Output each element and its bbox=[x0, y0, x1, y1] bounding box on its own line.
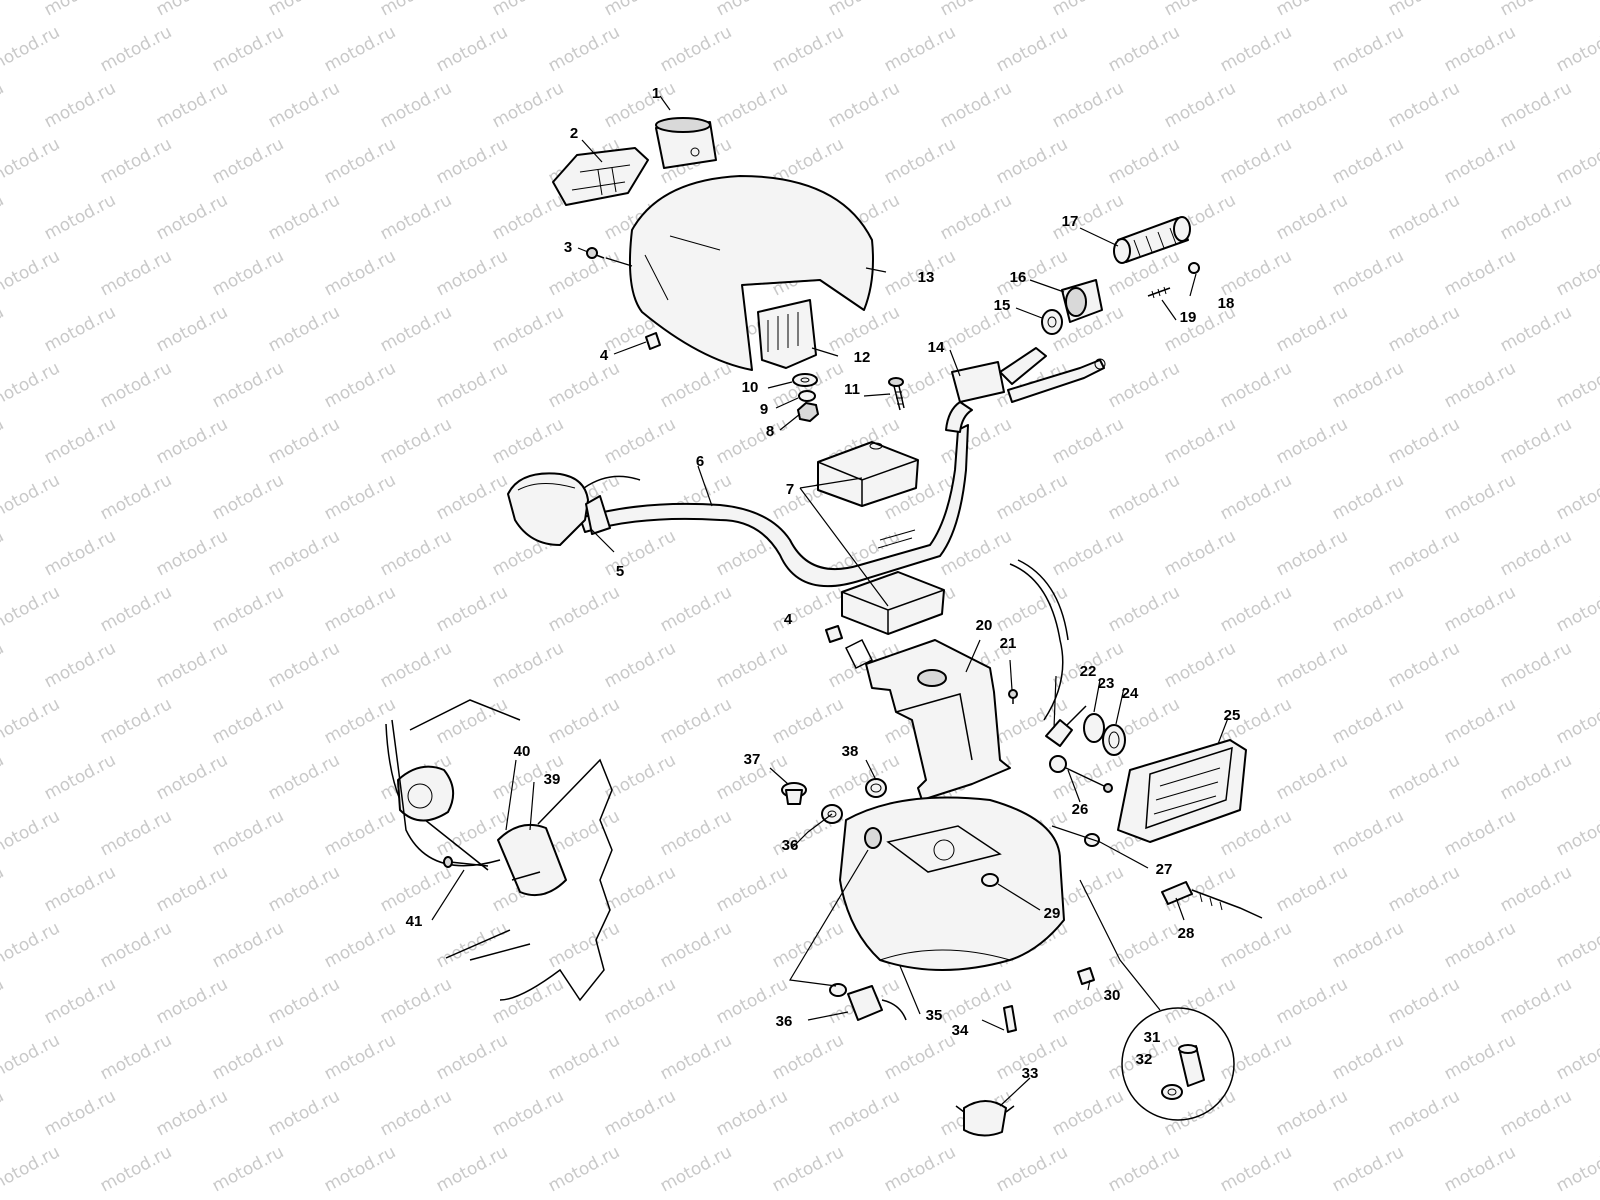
callout-40: 40 bbox=[514, 743, 531, 760]
part-30-clip[interactable] bbox=[1077, 967, 1095, 985]
part-38-grommet[interactable] bbox=[865, 778, 887, 798]
callout-28: 28 bbox=[1178, 925, 1195, 942]
speedometer-cable bbox=[1009, 559, 1069, 721]
part-34-pin[interactable] bbox=[1003, 1005, 1017, 1033]
part-29-grommet[interactable] bbox=[981, 873, 999, 887]
part-25-headlight[interactable] bbox=[1117, 739, 1247, 843]
callout-24: 24 bbox=[1122, 685, 1139, 702]
leader-lines bbox=[431, 95, 1229, 1107]
callout-5: 5 bbox=[616, 563, 624, 580]
callout-33: 33 bbox=[1022, 1065, 1039, 1082]
part-3-screw[interactable] bbox=[586, 247, 605, 259]
part-32-bulb-washer[interactable] bbox=[1161, 1084, 1183, 1100]
callout-10: 10 bbox=[742, 379, 759, 396]
callout-22: 22 bbox=[1080, 663, 1097, 680]
part-41-hub-bolt[interactable] bbox=[443, 856, 489, 868]
part-26-adjuster-bolt[interactable] bbox=[1049, 755, 1113, 793]
part-11-bolt[interactable] bbox=[888, 377, 905, 411]
part-20-headlight-bracket[interactable] bbox=[865, 639, 1011, 801]
part-31-bulb[interactable] bbox=[1178, 1044, 1205, 1087]
callout-18: 18 bbox=[1218, 295, 1235, 312]
callout-27: 27 bbox=[1156, 861, 1173, 878]
callout-8: 8 bbox=[766, 423, 774, 440]
callout-36: 36 bbox=[776, 1013, 793, 1030]
part-6-handlebar[interactable] bbox=[579, 424, 969, 588]
callout-39: 39 bbox=[544, 771, 561, 788]
part-2-switch-housing[interactable] bbox=[552, 147, 649, 206]
part-19-grip-screw[interactable] bbox=[1147, 286, 1171, 299]
callout-15: 15 bbox=[994, 297, 1011, 314]
callout-16: 16 bbox=[1010, 269, 1027, 286]
callout-4: 4 bbox=[784, 611, 793, 628]
part-27-o-ring[interactable] bbox=[1084, 833, 1100, 847]
callout-25: 25 bbox=[1224, 707, 1241, 724]
callout-20: 20 bbox=[976, 617, 993, 634]
callout-23: 23 bbox=[1098, 675, 1115, 692]
callout-30: 30 bbox=[1104, 987, 1121, 1004]
part-17-handlebar-grip[interactable] bbox=[1113, 216, 1191, 264]
callout-12: 12 bbox=[854, 349, 871, 366]
callout-4: 4 bbox=[600, 347, 609, 364]
callout-19: 19 bbox=[1180, 309, 1197, 326]
part-13-handlebar-cowl[interactable] bbox=[628, 175, 874, 371]
callout-29: 29 bbox=[1044, 905, 1061, 922]
part-33-hose-clamp[interactable] bbox=[955, 1100, 1015, 1137]
part-8-nut[interactable] bbox=[796, 401, 820, 423]
part-23-socket[interactable] bbox=[1083, 713, 1105, 743]
part-37-ignition-switch[interactable] bbox=[781, 782, 807, 805]
front-hub-assembly[interactable] bbox=[385, 699, 613, 1002]
callout-14: 14 bbox=[928, 339, 945, 356]
callout-32: 32 bbox=[1136, 1051, 1153, 1068]
part-7-upper-clamp[interactable] bbox=[817, 441, 919, 507]
callout-11: 11 bbox=[844, 381, 860, 398]
callout-35: 35 bbox=[926, 1007, 943, 1024]
part-14-brake-lever-assembly[interactable] bbox=[945, 347, 1106, 433]
part-24-bulb-holder[interactable] bbox=[1102, 724, 1126, 756]
callout-21: 21 bbox=[1000, 635, 1017, 652]
part-4-speed-nut-lower[interactable] bbox=[825, 625, 874, 670]
callout-37: 37 bbox=[744, 751, 761, 768]
callout-labels: 1 2 3 4 4 5 6 7 8 9 10 11 12 13 14 15 16… bbox=[406, 85, 1241, 1082]
part-22-adjuster-screw[interactable] bbox=[1045, 705, 1087, 747]
callout-31: 31 bbox=[1144, 1029, 1161, 1046]
part-10-washer[interactable] bbox=[792, 373, 818, 387]
part-5-master-cylinder[interactable] bbox=[507, 472, 641, 546]
detail-circle-bulb bbox=[1121, 1007, 1235, 1121]
part-4-speed-nut-upper[interactable] bbox=[645, 332, 661, 350]
callout-38: 38 bbox=[842, 743, 859, 760]
part-16-throttle-housing[interactable] bbox=[1061, 279, 1103, 323]
part-12-indicator-block[interactable] bbox=[757, 299, 817, 369]
part-9-lock-washer[interactable] bbox=[798, 390, 816, 402]
callout-1: 1 bbox=[652, 85, 660, 102]
part-28-speedometer-cable-fitting[interactable] bbox=[1161, 881, 1263, 919]
part-35-front-fairing[interactable] bbox=[839, 796, 1065, 971]
callout-13: 13 bbox=[918, 269, 935, 286]
callout-9: 9 bbox=[760, 401, 768, 418]
callout-2: 2 bbox=[570, 125, 578, 142]
part-21-screw[interactable] bbox=[1008, 689, 1018, 704]
part-7-lower-clamp[interactable] bbox=[841, 571, 945, 635]
callout-34: 34 bbox=[952, 1022, 969, 1039]
part-36-switch-lower[interactable] bbox=[829, 983, 907, 1021]
callout-3: 3 bbox=[564, 239, 572, 256]
callout-26: 26 bbox=[1072, 801, 1089, 818]
part-18-grip-end-cap[interactable] bbox=[1188, 262, 1200, 274]
callout-6: 6 bbox=[696, 453, 704, 470]
part-1-switch-cap[interactable] bbox=[655, 117, 717, 169]
part-15-collar[interactable] bbox=[1041, 309, 1063, 335]
callout-17: 17 bbox=[1062, 213, 1079, 230]
callout-41: 41 bbox=[406, 913, 423, 930]
callout-36: 36 bbox=[782, 837, 799, 854]
callout-7: 7 bbox=[786, 481, 794, 498]
